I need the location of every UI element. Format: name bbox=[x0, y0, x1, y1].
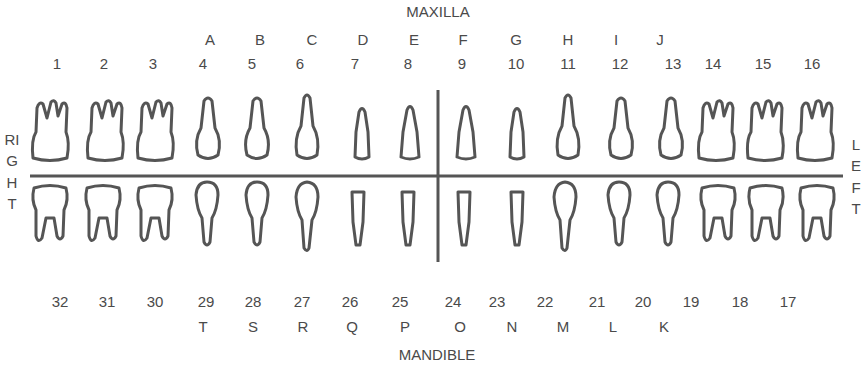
tooth bbox=[797, 101, 833, 161]
tooth-number: 9 bbox=[458, 55, 466, 73]
jaw-label: MANDIBLE bbox=[399, 346, 476, 364]
primary-tooth-letter: O bbox=[454, 318, 466, 336]
primary-tooth-letter: G bbox=[510, 31, 522, 49]
tooth bbox=[457, 107, 475, 160]
tooth-number: 28 bbox=[245, 293, 262, 311]
tooth-number: 12 bbox=[612, 55, 629, 73]
tooth-number: 22 bbox=[537, 293, 554, 311]
jaw-label: MAXILLA bbox=[406, 3, 469, 21]
tooth bbox=[87, 101, 123, 161]
tooth-number: 3 bbox=[149, 55, 157, 73]
tooth-number: 6 bbox=[296, 55, 304, 73]
tooth-number: 31 bbox=[99, 293, 116, 311]
primary-tooth-letter: Q bbox=[346, 318, 358, 336]
tooth-number: 18 bbox=[732, 293, 749, 311]
teeth bbox=[32, 95, 834, 251]
primary-tooth-letter: C bbox=[307, 31, 318, 49]
tooth-number: 2 bbox=[100, 55, 108, 73]
tooth bbox=[138, 186, 172, 241]
tooth-number: 23 bbox=[489, 293, 506, 311]
tooth bbox=[33, 186, 67, 241]
tooth-number: 11 bbox=[560, 55, 576, 73]
primary-tooth-letter: M bbox=[557, 318, 570, 336]
tooth-number: 14 bbox=[705, 55, 722, 73]
tooth bbox=[557, 95, 579, 159]
primary-tooth-letter: T bbox=[198, 318, 207, 336]
tooth-number: 19 bbox=[683, 293, 700, 311]
tooth bbox=[197, 98, 220, 159]
tooth-number: 24 bbox=[445, 293, 462, 311]
tooth-number: 16 bbox=[804, 55, 821, 73]
tooth-number: 21 bbox=[589, 293, 606, 311]
tooth-number: 26 bbox=[342, 293, 359, 311]
tooth bbox=[355, 109, 369, 160]
primary-tooth-letter: S bbox=[248, 318, 258, 336]
tooth bbox=[610, 98, 633, 159]
tooth-number: 5 bbox=[248, 55, 256, 73]
tooth bbox=[510, 109, 524, 160]
tooth bbox=[608, 182, 630, 245]
tooth bbox=[698, 101, 734, 161]
tooth-number: 32 bbox=[52, 293, 69, 311]
tooth-number: 4 bbox=[199, 55, 207, 73]
primary-tooth-letter: B bbox=[255, 31, 265, 49]
tooth bbox=[196, 182, 218, 245]
midline bbox=[437, 90, 440, 262]
tooth bbox=[246, 98, 269, 159]
tooth bbox=[701, 186, 735, 241]
tooth bbox=[296, 182, 318, 251]
tooth bbox=[402, 192, 414, 245]
tooth bbox=[86, 186, 120, 241]
primary-tooth-letter: K bbox=[659, 318, 669, 336]
tooth-number: 15 bbox=[755, 55, 772, 73]
tooth-number: 8 bbox=[404, 55, 412, 73]
primary-tooth-letter: I bbox=[614, 31, 618, 49]
tooth-number: 30 bbox=[147, 293, 164, 311]
primary-tooth-letter: N bbox=[507, 318, 518, 336]
tooth bbox=[554, 182, 576, 251]
side-label: RIGHT bbox=[5, 129, 20, 215]
tooth-number: 29 bbox=[198, 293, 215, 311]
tooth bbox=[458, 192, 470, 245]
tooth bbox=[296, 95, 318, 159]
primary-tooth-letter: J bbox=[656, 31, 664, 49]
tooth-number: 10 bbox=[508, 55, 525, 73]
primary-tooth-letter: A bbox=[205, 31, 215, 49]
primary-tooth-letter: L bbox=[609, 318, 617, 336]
tooth bbox=[32, 101, 68, 161]
tooth-number: 20 bbox=[635, 293, 652, 311]
tooth bbox=[401, 107, 419, 160]
tooth-number: 25 bbox=[392, 293, 409, 311]
tooth bbox=[511, 192, 523, 245]
tooth bbox=[800, 186, 834, 241]
tooth-number: 1 bbox=[53, 55, 61, 73]
primary-tooth-letter: P bbox=[400, 318, 410, 336]
primary-tooth-letter: H bbox=[563, 31, 574, 49]
tooth bbox=[246, 182, 268, 245]
tooth bbox=[352, 192, 364, 245]
tooth bbox=[137, 101, 173, 161]
tooth-number: 27 bbox=[294, 293, 311, 311]
tooth-number: 13 bbox=[665, 55, 682, 73]
tooth bbox=[657, 182, 679, 245]
primary-tooth-letter: E bbox=[409, 31, 419, 49]
tooth bbox=[749, 186, 783, 241]
tooth-number: 7 bbox=[351, 55, 359, 73]
side-label: LEFT bbox=[849, 134, 864, 220]
tooth bbox=[660, 98, 683, 159]
tooth-number: 17 bbox=[780, 293, 797, 311]
primary-tooth-letter: D bbox=[358, 31, 369, 49]
tooth bbox=[747, 101, 783, 161]
primary-tooth-letter: F bbox=[458, 31, 467, 49]
primary-tooth-letter: R bbox=[298, 318, 309, 336]
